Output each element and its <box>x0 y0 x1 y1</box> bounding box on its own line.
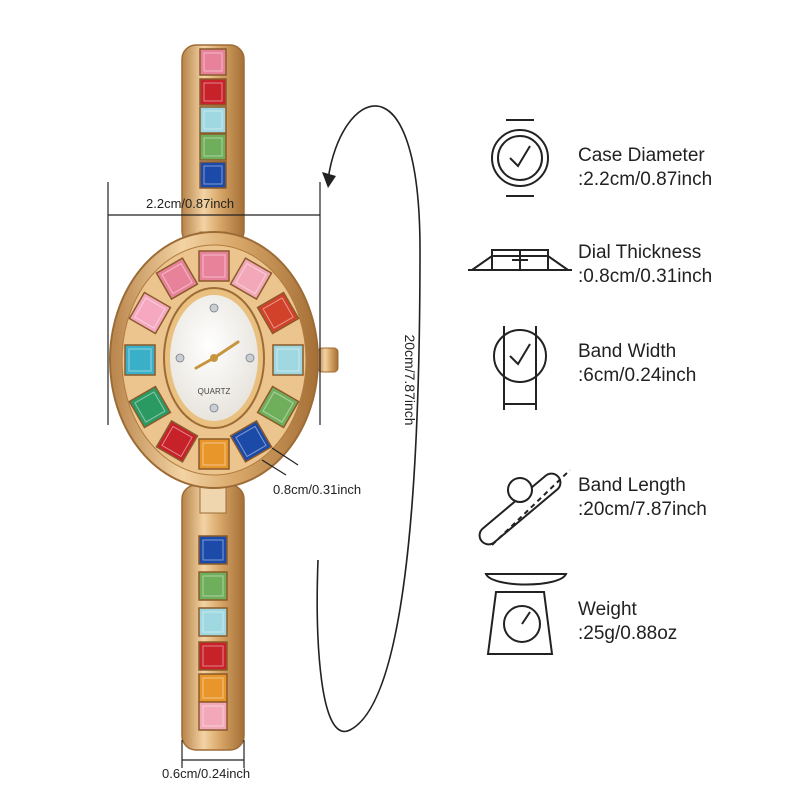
dial-brand: QUARTZ <box>198 387 231 396</box>
spec-title: Dial Thickness <box>578 242 702 263</box>
gem <box>256 385 300 429</box>
case-width-label: 2.2cm/0.87inch <box>146 196 235 211</box>
spec-value: :25g/0.88oz <box>578 623 678 644</box>
gem <box>198 607 228 637</box>
spec-value: :0.8cm/0.31inch <box>578 266 713 287</box>
gem <box>198 438 230 470</box>
gem <box>198 571 228 601</box>
watch-face-icon <box>491 119 549 197</box>
gem <box>229 257 273 301</box>
spec-title: Band Width <box>578 341 677 362</box>
gem <box>198 641 228 671</box>
gem <box>199 78 227 106</box>
gem <box>198 701 228 731</box>
thickness-dimension <box>261 447 299 476</box>
watch-case: QUARTZ <box>109 231 339 489</box>
spec-weight: Weight :25g/0.88oz <box>470 584 790 664</box>
top-band <box>181 44 245 246</box>
spec-band-width: Band Width :6cm/0.24inch <box>470 326 790 406</box>
thickness-label: 0.8cm/0.31inch <box>273 482 362 497</box>
gem <box>272 344 304 376</box>
band-width-dimension <box>181 740 245 768</box>
minute-hand <box>212 340 240 360</box>
spec-title: Band Length <box>578 475 686 496</box>
gem <box>199 161 227 189</box>
gem <box>128 291 172 335</box>
gem <box>198 250 230 282</box>
spec-case-diameter: Case Diameter :2.2cm/0.87inch <box>470 130 790 210</box>
watch-side-icon <box>468 249 572 271</box>
gem <box>128 385 172 429</box>
spec-value: :2.2cm/0.87inch <box>578 169 713 190</box>
spec-value: :6cm/0.24inch <box>578 365 697 386</box>
crown <box>317 347 339 373</box>
spec-title: Case Diameter <box>578 145 705 166</box>
case-width-dimension <box>107 182 321 425</box>
gem <box>199 133 227 161</box>
spec-band-length: Band Length :20cm/7.87inch <box>470 460 790 540</box>
bottom-band <box>181 484 245 751</box>
gem <box>198 535 228 565</box>
gem <box>256 291 300 335</box>
gem <box>199 106 227 134</box>
scale-icon <box>484 573 568 655</box>
watch-band-icon <box>493 326 547 410</box>
band-length-dimension <box>316 105 421 733</box>
band-length-label: 20cm/7.87inch <box>402 334 418 426</box>
spec-dial-thickness: Dial Thickness :0.8cm/0.31inch <box>470 227 790 307</box>
gem <box>124 344 156 376</box>
band-length-icon <box>478 469 571 546</box>
gem <box>229 419 273 463</box>
spec-value: :20cm/7.87inch <box>578 499 707 520</box>
band-width-label: 0.6cm/0.24inch <box>162 766 251 781</box>
gem <box>155 257 199 301</box>
gem <box>155 419 199 463</box>
gem <box>199 48 227 76</box>
spec-title: Weight <box>578 599 637 620</box>
dial-crystals <box>175 303 255 413</box>
